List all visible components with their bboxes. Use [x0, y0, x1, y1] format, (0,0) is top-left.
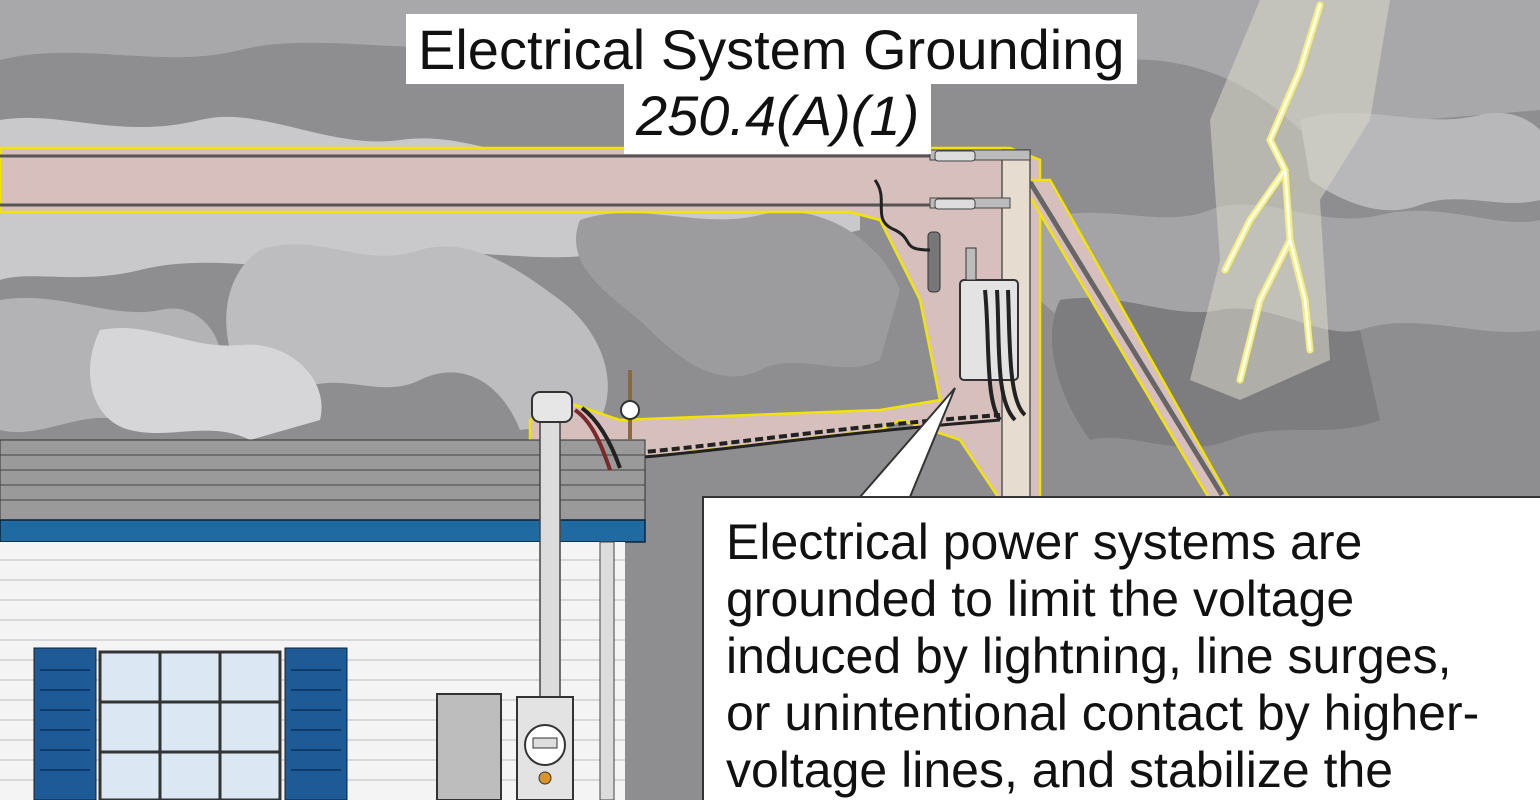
callout-line: Electrical power systems are	[726, 514, 1363, 570]
callout-line: grounded to limit the voltage	[726, 571, 1355, 627]
storm-clouds	[0, 0, 1540, 448]
overhead-power-lines	[0, 154, 1225, 497]
house-roof	[0, 439, 646, 543]
callout-line: or unintentional contact by higher-	[726, 685, 1480, 741]
lightning-bolt-icon	[1190, 0, 1390, 400]
explanation-callout: Electrical power systems are grounded to…	[702, 496, 1540, 800]
transformer-icon	[873, 179, 1027, 422]
insulator-icon	[927, 150, 976, 293]
window-icon	[33, 647, 348, 800]
diagram-title: Electrical System Grounding	[406, 14, 1137, 84]
service-equipment	[436, 693, 574, 800]
code-reference: 250.4(A)(1)	[624, 82, 932, 154]
callout-line: voltage lines, and stabilize the	[726, 742, 1394, 798]
callout-line: induced by lightning, line surges,	[726, 628, 1452, 684]
meter-icon	[524, 724, 566, 785]
